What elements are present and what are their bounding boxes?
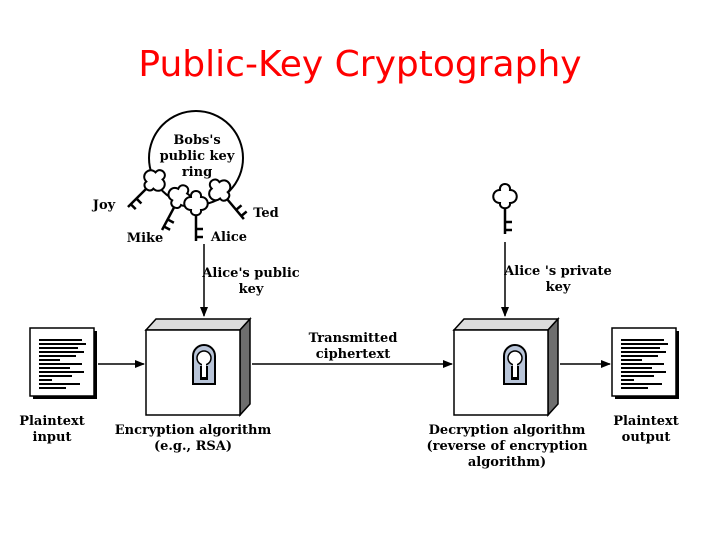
ciphertext-label: Transmitted ciphertext	[308, 331, 398, 362]
document-icon	[611, 327, 679, 399]
key-label-mike: Mike	[126, 231, 164, 246]
lock-icon	[192, 344, 216, 385]
private-key-label: Alice 's private key	[504, 264, 612, 295]
plaintext-input-label: Plaintext input	[19, 414, 85, 445]
encryption-box	[144, 317, 252, 417]
slide-title: Public-Key Cryptography	[138, 44, 582, 85]
key-label-joy: Joy	[92, 198, 116, 213]
public-key-label: Alice's public key	[202, 266, 300, 297]
key-icon	[183, 189, 209, 243]
key-label-alice: Alice	[210, 230, 248, 245]
key-ring-label: Bobs's public key ring	[159, 133, 235, 180]
lock-icon	[503, 344, 527, 385]
decryption-box	[452, 317, 560, 417]
encryption-label: Encryption algorithm (e.g., RSA)	[114, 423, 272, 454]
key-icon	[492, 182, 518, 236]
key-label-ted: Ted	[253, 206, 279, 221]
decryption-label: Decryption algorithm (reverse of encrypt…	[426, 423, 588, 470]
document-icon	[29, 327, 97, 399]
plaintext-output-label: Plaintext output	[613, 414, 679, 445]
